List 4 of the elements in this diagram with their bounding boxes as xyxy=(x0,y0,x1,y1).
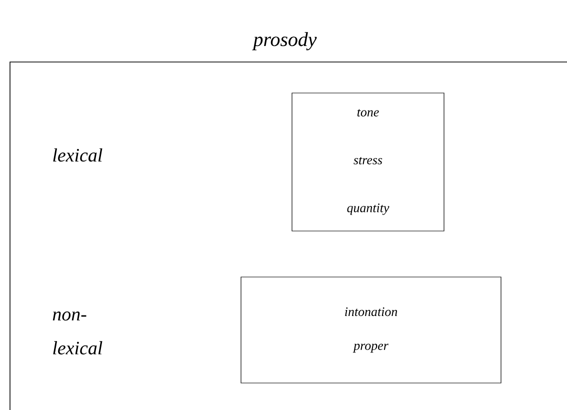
text-box: tone stress quantity xyxy=(292,92,444,232)
side-label: non-lexical xyxy=(52,312,102,354)
side-label: lexical xyxy=(53,148,102,162)
text-box: intonation proper xyxy=(240,276,502,384)
